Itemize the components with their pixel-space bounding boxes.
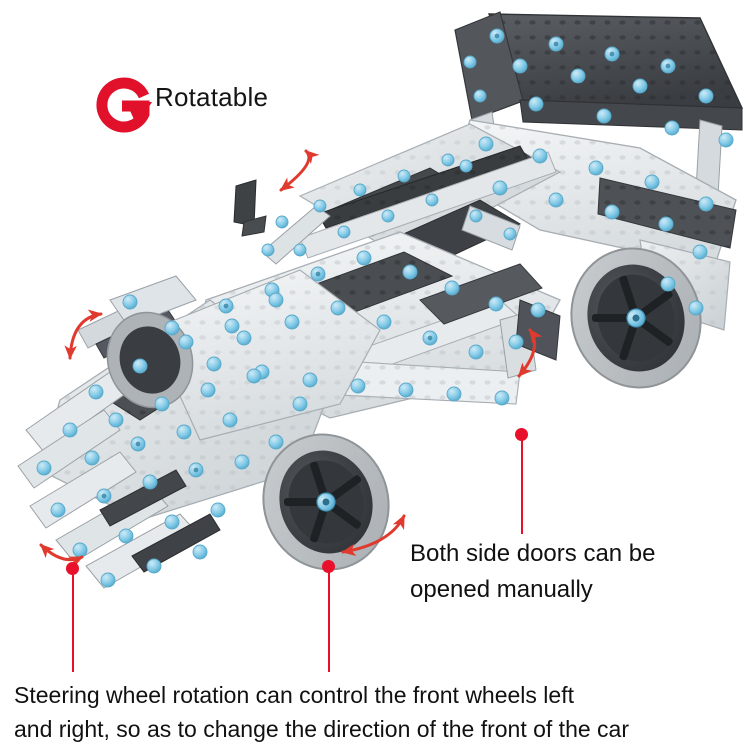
far-front-wheel <box>106 311 194 409</box>
door-swing-arrow-right <box>517 328 543 378</box>
screw-studs <box>36 28 734 588</box>
wheel-steer-arrow-front <box>341 514 406 557</box>
steering-marker-dot-left <box>66 562 79 575</box>
doors-marker-dot <box>515 428 528 441</box>
steering-caption-line1: Steering wheel rotation can control the … <box>14 682 574 708</box>
door-swing-arrow-top <box>279 149 320 192</box>
doors-caption-line2: opened manually <box>410 576 593 603</box>
wheel-steer-arrow-left <box>39 543 84 568</box>
steering-leader-line-right <box>328 570 330 672</box>
front-fender <box>109 269 381 441</box>
hood-swing-arrow-left <box>64 309 103 360</box>
steering-marker-dot-right <box>322 560 335 573</box>
rotate-circular-arrow-icon <box>96 77 152 133</box>
rotatable-label: Rotatable <box>155 82 269 112</box>
steering-leader-line-left <box>72 572 74 672</box>
rear-wheel <box>570 247 702 389</box>
doors-caption-line1: Both side doors can be <box>410 540 656 567</box>
doors-leader-line <box>521 438 523 534</box>
steering-caption-line2: and right, so as to change the direction… <box>14 716 629 742</box>
